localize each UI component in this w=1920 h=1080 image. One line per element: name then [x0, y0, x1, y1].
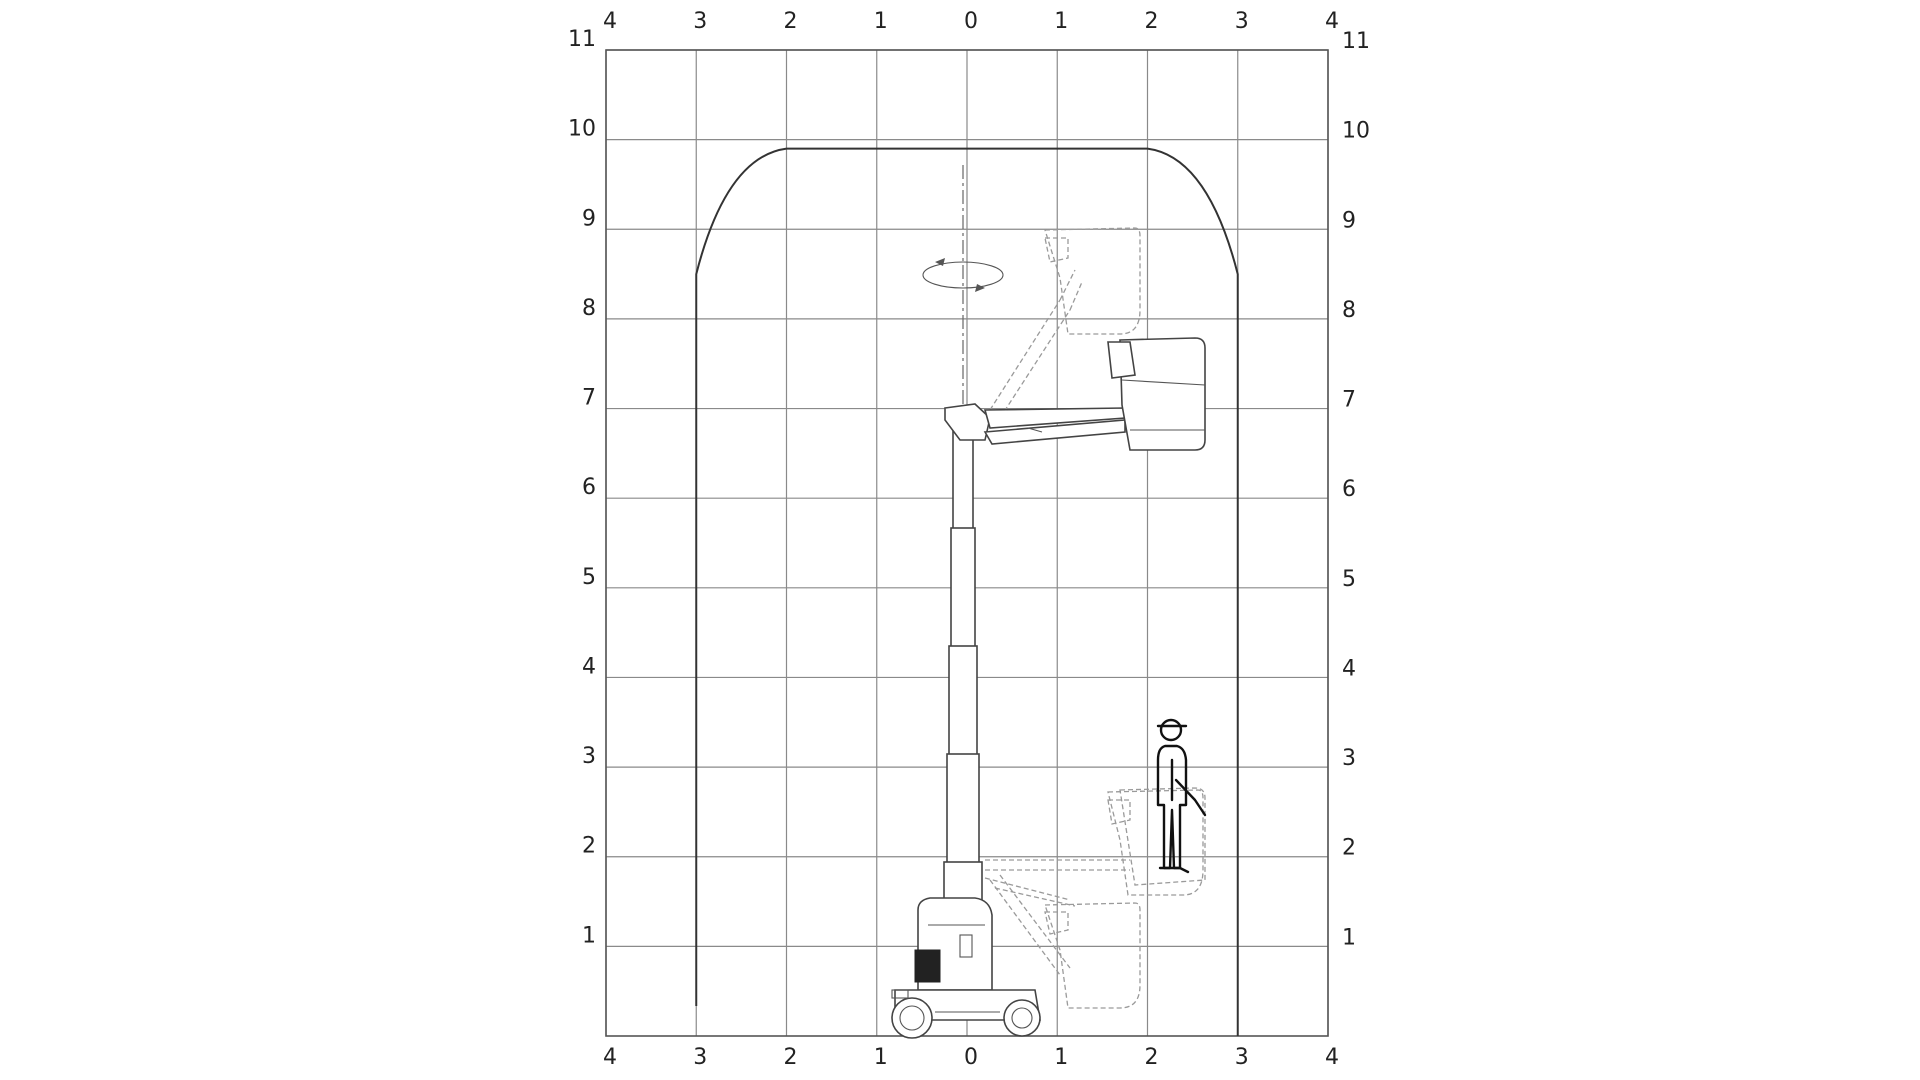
y-tick-label-right: 11	[1342, 29, 1370, 54]
y-tick-label-right: 8	[1342, 298, 1356, 323]
rotation-arrow-icon	[922, 165, 1004, 415]
y-tick-label-left: 7	[582, 386, 596, 411]
ghost-platform-top	[989, 227, 1141, 419]
telescopic-mast	[943, 419, 983, 903]
x-tick-label-bottom: 3	[1235, 1045, 1249, 1070]
y-tick-label-right: 3	[1342, 746, 1356, 771]
y-tick-label-right: 4	[1342, 656, 1356, 681]
x-tick-label-bottom: 3	[693, 1045, 707, 1070]
chart-frame	[605, 49, 1329, 1037]
x-tick-label-top: 3	[693, 9, 707, 34]
y-tick-label-right: 6	[1342, 477, 1356, 502]
x-tick-label-bottom: 2	[1145, 1045, 1159, 1070]
lower-platform-basket	[1119, 787, 1206, 886]
active-jib-and-platform	[944, 337, 1206, 451]
ghost-platform-low	[984, 789, 1204, 1009]
y-tick-label-left: 5	[582, 565, 596, 590]
y-tick-label-left: 8	[582, 296, 596, 321]
y-tick-label-right: 7	[1342, 388, 1356, 413]
x-tick-label-bottom: 1	[1054, 1045, 1068, 1070]
x-tick-label-bottom: 1	[874, 1045, 888, 1070]
chassis-base	[891, 897, 1041, 1039]
x-tick-label-bottom: 2	[784, 1045, 798, 1070]
x-tick-label-top: 1	[874, 9, 888, 34]
y-tick-label-left: 11	[568, 27, 596, 52]
y-tick-label-right: 9	[1342, 208, 1356, 233]
x-tick-label-bottom: 4	[603, 1045, 617, 1070]
y-tick-label-right: 1	[1342, 925, 1356, 950]
aerial-work-platform-icon	[891, 227, 1206, 1039]
y-tick-label-left: 4	[582, 654, 596, 679]
x-tick-label-bottom: 0	[964, 1045, 978, 1070]
x-tick-label-top: 1	[1054, 9, 1068, 34]
y-tick-label-left: 3	[582, 744, 596, 769]
y-tick-label-left: 10	[568, 117, 596, 142]
x-tick-label-top: 4	[603, 9, 617, 34]
x-tick-label-top: 2	[1145, 9, 1159, 34]
operator-figure-icon	[1156, 718, 1207, 874]
y-tick-label-left: 6	[582, 475, 596, 500]
x-tick-label-top: 2	[784, 9, 798, 34]
y-tick-label-left: 2	[582, 834, 596, 859]
x-tick-label-bottom: 4	[1325, 1045, 1339, 1070]
working-envelope-outline	[695, 147, 1239, 1036]
x-tick-label-top: 4	[1325, 9, 1339, 34]
x-tick-label-top: 3	[1235, 9, 1249, 34]
y-tick-label-right: 2	[1342, 836, 1356, 861]
x-tick-label-top: 0	[964, 9, 978, 34]
y-tick-label-left: 9	[582, 206, 596, 231]
y-tick-label-left: 1	[582, 923, 596, 948]
y-tick-label-right: 10	[1342, 119, 1370, 144]
y-tick-label-right: 5	[1342, 567, 1356, 592]
